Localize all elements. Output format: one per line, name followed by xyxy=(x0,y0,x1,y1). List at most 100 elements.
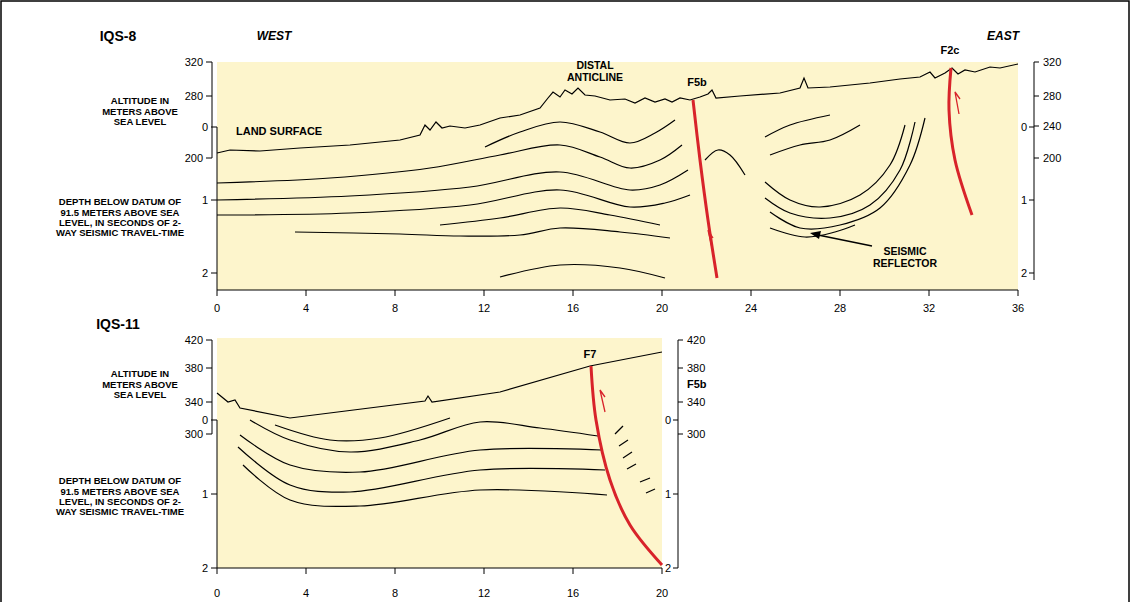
seismic-reflector xyxy=(217,145,682,183)
tick-label: 8 xyxy=(392,302,398,314)
axis-tick xyxy=(1018,290,1019,296)
tick-label: 240 xyxy=(1043,120,1061,132)
seismic-reflector xyxy=(243,465,607,506)
tick-label: 1 xyxy=(202,194,208,206)
axis-tick xyxy=(211,420,217,421)
right-axis xyxy=(678,340,679,568)
fault-trace xyxy=(949,68,972,215)
axis-tick xyxy=(395,568,396,574)
tick-label: 1 xyxy=(665,488,671,500)
axis-title: DEPTH BELOW DATUM OF 91.5 METERS ABOVE S… xyxy=(50,197,190,239)
tick-label: 0 xyxy=(665,414,671,426)
tick-label: 340 xyxy=(687,396,705,408)
seismic-reflector xyxy=(250,420,598,452)
seismic-reflector xyxy=(765,122,915,218)
distance-axis xyxy=(217,568,662,569)
seismic-reflector xyxy=(217,170,688,200)
tick-label: 4 xyxy=(303,587,309,599)
tick-label: 0 xyxy=(202,414,208,426)
axis-tick xyxy=(211,127,217,128)
seismic-reflector xyxy=(440,208,660,225)
axis-tick xyxy=(217,290,218,296)
tick-label: 420 xyxy=(687,334,705,346)
tick-label: 0 xyxy=(1021,121,1027,133)
tick-label: 0 xyxy=(214,587,220,599)
axis-tick xyxy=(206,96,212,97)
axis-tick xyxy=(206,340,212,341)
fault-label: F5b xyxy=(687,76,707,88)
fault-trace xyxy=(693,100,717,278)
tick-label: 1 xyxy=(202,488,208,500)
reflector-fragment xyxy=(623,452,632,458)
seismic-reflector xyxy=(770,125,860,155)
depth-axis xyxy=(217,127,218,290)
axis-tick xyxy=(484,290,485,296)
reflector-fragment xyxy=(627,464,636,469)
seismic-reflector xyxy=(765,115,830,137)
axis-tick xyxy=(1034,62,1039,63)
axis-title: ALTITUDE IN METERS ABOVE SEA LEVEL xyxy=(94,96,186,127)
seismic-reflector xyxy=(217,190,690,215)
axis-tick xyxy=(206,158,212,159)
tick-label: 36 xyxy=(1012,302,1024,314)
tick-label: 16 xyxy=(567,587,579,599)
axis-tick xyxy=(1034,158,1039,159)
tick-label: 380 xyxy=(687,362,705,374)
seismic-reflector xyxy=(705,150,745,175)
axis-tick xyxy=(929,290,930,296)
tick-label: 280 xyxy=(185,90,203,102)
reflector-fragment xyxy=(615,426,623,434)
panel-id: IQS-11 xyxy=(96,317,140,332)
tick-label: 280 xyxy=(1043,90,1061,102)
axis-tick xyxy=(306,290,307,296)
axis-tick xyxy=(211,273,217,274)
tick-label: 2 xyxy=(1021,267,1027,279)
fault-label: F5b xyxy=(687,378,707,390)
tick-label: 320 xyxy=(1043,56,1061,68)
tick-label: 0 xyxy=(202,121,208,133)
axis-tick xyxy=(206,402,212,403)
axis-tick xyxy=(1029,127,1034,128)
surface-label: LAND SURFACE xyxy=(236,125,322,137)
tick-label: 340 xyxy=(185,396,203,408)
axis-tick xyxy=(1034,96,1039,97)
axis-tick xyxy=(1029,200,1034,201)
tick-label: 16 xyxy=(567,302,579,314)
direction: WEST xyxy=(257,30,292,43)
tick-label: 28 xyxy=(834,302,846,314)
axis-tick xyxy=(206,62,212,63)
axis-tick xyxy=(673,494,678,495)
distance-axis xyxy=(217,290,1018,291)
axis-tick xyxy=(678,434,683,435)
tick-label: 20 xyxy=(656,302,668,314)
panel-id: IQS-8 xyxy=(100,29,137,44)
seismic-reflector xyxy=(770,118,925,229)
reflector-fragment xyxy=(646,489,655,493)
reflector-fragment xyxy=(640,478,650,482)
tick-label: 32 xyxy=(923,302,935,314)
axis-tick xyxy=(395,290,396,296)
leader-line xyxy=(818,235,872,246)
leader-arrowhead xyxy=(810,231,821,239)
axis-tick xyxy=(662,290,663,296)
tick-label: 12 xyxy=(478,587,490,599)
axis-tick xyxy=(217,568,218,574)
seismic-reflector xyxy=(485,120,675,147)
direction: EAST xyxy=(987,30,1019,43)
fault-label: F7 xyxy=(584,348,597,360)
axis-tick xyxy=(484,568,485,574)
tick-label: 200 xyxy=(1043,152,1061,164)
altitude-axis xyxy=(212,62,213,158)
axis-tick xyxy=(678,368,683,369)
seismic-reflector xyxy=(295,228,670,238)
fault-trace xyxy=(591,366,662,565)
fault-label: F2c xyxy=(941,44,960,56)
axis-tick xyxy=(206,434,212,435)
axis-tick xyxy=(662,568,663,574)
axis-tick xyxy=(206,368,212,369)
displacement-arrow xyxy=(955,92,960,114)
tick-label: 420 xyxy=(185,334,203,346)
axis-tick xyxy=(673,420,678,421)
axis-tick xyxy=(573,290,574,296)
